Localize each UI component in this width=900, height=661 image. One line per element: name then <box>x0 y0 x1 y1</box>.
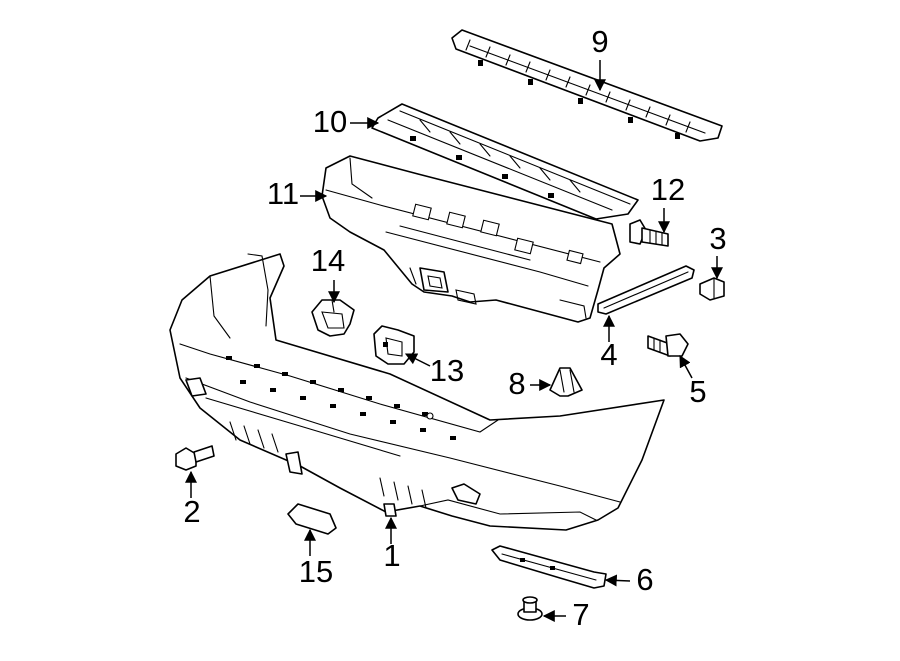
callout-labels: 1 2 3 4 5 6 7 8 9 10 11 12 13 14 15 <box>183 24 726 632</box>
part-4-side-bracket <box>597 265 695 315</box>
part-6-lower-bracket <box>491 545 607 589</box>
callout-13: 13 <box>430 353 464 388</box>
callout-2: 2 <box>183 494 200 529</box>
callout-9: 9 <box>591 24 608 59</box>
leader-5 <box>679 354 693 379</box>
callout-4: 4 <box>600 337 617 372</box>
part-7-push-pin <box>517 596 543 621</box>
callout-10: 10 <box>313 104 347 139</box>
part-2-bolt <box>175 445 215 471</box>
leader-lines <box>185 60 723 622</box>
callout-8: 8 <box>508 366 525 401</box>
callout-15: 15 <box>299 554 333 589</box>
callout-3: 3 <box>709 221 726 256</box>
callout-11: 11 <box>267 176 299 211</box>
callout-14: 14 <box>311 243 345 278</box>
part-8-cone-nut <box>549 367 583 397</box>
callout-12: 12 <box>651 172 685 207</box>
leader-13 <box>404 353 431 367</box>
part-1-bumper-cover <box>169 253 665 531</box>
part-5-bolt <box>647 333 689 357</box>
callout-6: 6 <box>636 562 653 597</box>
callout-5: 5 <box>689 374 706 409</box>
part-9-step-pad <box>451 29 723 142</box>
part-12-bolt <box>629 219 669 247</box>
callout-7: 7 <box>572 597 589 632</box>
callout-1: 1 <box>383 538 400 573</box>
part-11-reinforcement <box>321 155 621 323</box>
part-3-clip-nut <box>699 277 725 301</box>
part-15-cap <box>287 503 337 535</box>
part-13-sensor-bracket <box>373 325 415 365</box>
leader-6 <box>604 574 631 587</box>
part-14-bracket-clip <box>311 299 355 337</box>
